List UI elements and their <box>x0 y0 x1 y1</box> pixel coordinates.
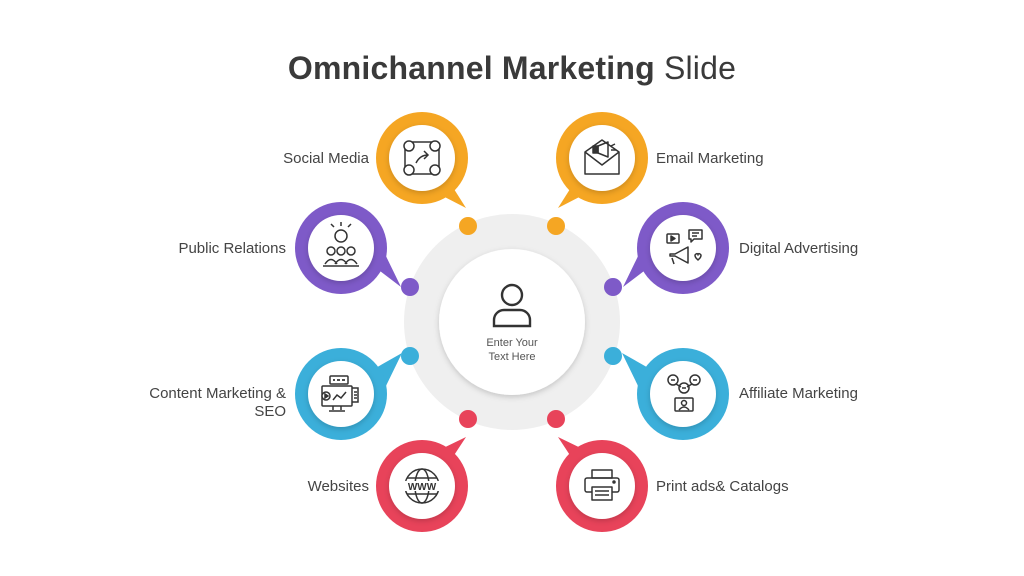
center-text-line-1: Enter Your <box>486 337 538 349</box>
connector-dot-public-relations <box>401 278 419 296</box>
bubble-content-marketing <box>295 348 402 440</box>
center-text: Enter Your Text Here <box>462 336 562 364</box>
label-affiliate-marketing: Affiliate Marketing <box>739 385 858 402</box>
connector-dot-digital-advertising <box>604 278 622 296</box>
label-websites: Websites <box>307 478 369 495</box>
seo-monitor-icon <box>321 375 359 412</box>
bubble-websites: WWW <box>376 437 468 532</box>
email-megaphone-icon <box>584 139 620 175</box>
slide-title: Omnichannel Marketing Slide <box>0 50 1024 87</box>
title-light: Slide <box>663 50 737 86</box>
center-text-line-2: Text Here <box>488 351 536 363</box>
bubble-email-marketing <box>556 112 648 208</box>
user-icon <box>492 283 532 328</box>
label-social-media: Social Media <box>283 150 369 167</box>
bubble-public-relations <box>295 202 401 294</box>
printer-icon <box>584 469 620 501</box>
label-content-marketing-line-2: SEO <box>254 403 286 420</box>
connector-dot-websites <box>459 410 477 428</box>
connector-dot-print-ads <box>547 410 565 428</box>
svg-text:WWW: WWW <box>408 482 437 493</box>
connector-dot-social-media <box>459 217 477 235</box>
label-content-marketing-line-1: Content Marketing & <box>149 385 286 402</box>
label-print-ads: Print ads& Catalogs <box>656 478 789 495</box>
label-public-relations: Public Relations <box>178 240 286 257</box>
bubble-print-ads <box>556 437 648 532</box>
center-circle <box>439 249 585 395</box>
title-bold: Omnichannel Marketing <box>287 50 655 86</box>
bubble-affiliate-marketing <box>622 348 729 440</box>
connector-dot-content-marketing <box>401 347 419 365</box>
bubble-social-media <box>376 112 468 208</box>
bubble-digital-advertising <box>623 202 729 294</box>
digital-advertising-icon <box>666 229 703 265</box>
social-share-icon <box>403 140 441 176</box>
label-email-marketing: Email Marketing <box>656 150 764 167</box>
label-content-marketing: Content Marketing & SEO <box>149 385 286 421</box>
connector-dot-email-marketing <box>547 217 565 235</box>
label-digital-advertising: Digital Advertising <box>739 240 859 257</box>
www-globe-icon: WWW <box>404 468 440 504</box>
public-relations-icon <box>323 222 359 267</box>
connector-dot-affiliate-marketing <box>604 347 622 365</box>
affiliate-network-icon <box>667 374 701 412</box>
